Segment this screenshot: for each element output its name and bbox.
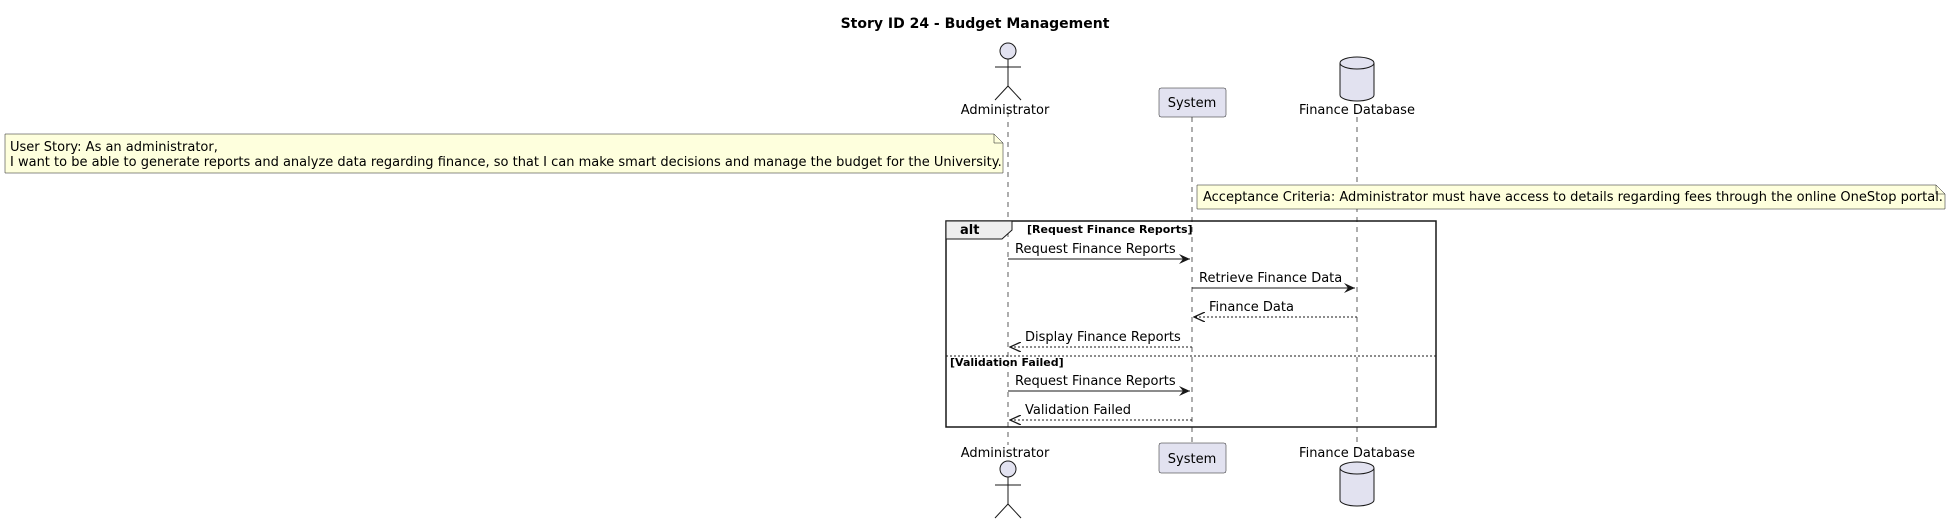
- message-label: Finance Data: [1209, 300, 1294, 315]
- message-1: Request Finance Reports: [1008, 242, 1190, 264]
- actor-icon: [994, 42, 1022, 101]
- user-story-note: User Story: As an administrator, I want …: [4, 133, 1004, 174]
- participant-database-bottom: Finance Database: [1299, 446, 1415, 507]
- acceptance-criteria-text: Acceptance Criteria: Administrator must …: [1203, 190, 1943, 205]
- message-5: Request Finance Reports: [1008, 374, 1190, 396]
- message-label: Retrieve Finance Data: [1199, 271, 1342, 286]
- actor-icon: [994, 460, 1022, 519]
- participant-database-top: Finance Database: [1299, 56, 1415, 118]
- user-story-line-1: User Story: As an administrator,: [10, 140, 218, 155]
- diagram-title: Story ID 24 - Budget Management: [841, 16, 1110, 32]
- participant-system-bottom: System: [1158, 442, 1227, 474]
- alt-label: alt: [960, 223, 979, 238]
- participant-label-system: System: [1168, 96, 1216, 111]
- message-6: Validation Failed: [1010, 403, 1192, 420]
- participant-label-database: Finance Database: [1299, 103, 1415, 118]
- participant-label-administrator: Administrator: [961, 103, 1050, 118]
- message-4: Display Finance Reports: [1010, 330, 1192, 347]
- participant-administrator-bottom: Administrator: [961, 446, 1050, 519]
- participant-label-system: System: [1168, 452, 1216, 467]
- message-label: Request Finance Reports: [1015, 242, 1176, 257]
- participant-label-administrator: Administrator: [961, 446, 1050, 461]
- message-label: Display Finance Reports: [1025, 330, 1181, 345]
- alt-fragment: alt [Request Finance Reports] [Validatio…: [945, 220, 1437, 428]
- database-icon: [1339, 461, 1375, 507]
- acceptance-criteria-note: Acceptance Criteria: Administrator must …: [1196, 184, 1946, 210]
- alt-guard-2: [Validation Failed]: [950, 356, 1064, 369]
- database-icon: [1339, 56, 1375, 102]
- message-label: Validation Failed: [1025, 403, 1131, 418]
- user-story-line-2: I want to be able to generate reports an…: [10, 155, 1002, 170]
- lifelines: [1007, 112, 1358, 445]
- participant-system-top: System: [1158, 87, 1227, 118]
- participant-label-database: Finance Database: [1299, 446, 1415, 461]
- message-3: Finance Data: [1194, 300, 1357, 317]
- message-label: Request Finance Reports: [1015, 374, 1176, 389]
- participant-administrator-top: Administrator: [961, 42, 1050, 118]
- message-2: Retrieve Finance Data: [1192, 271, 1355, 293]
- alt-guard-1: [Request Finance Reports]: [1027, 223, 1193, 236]
